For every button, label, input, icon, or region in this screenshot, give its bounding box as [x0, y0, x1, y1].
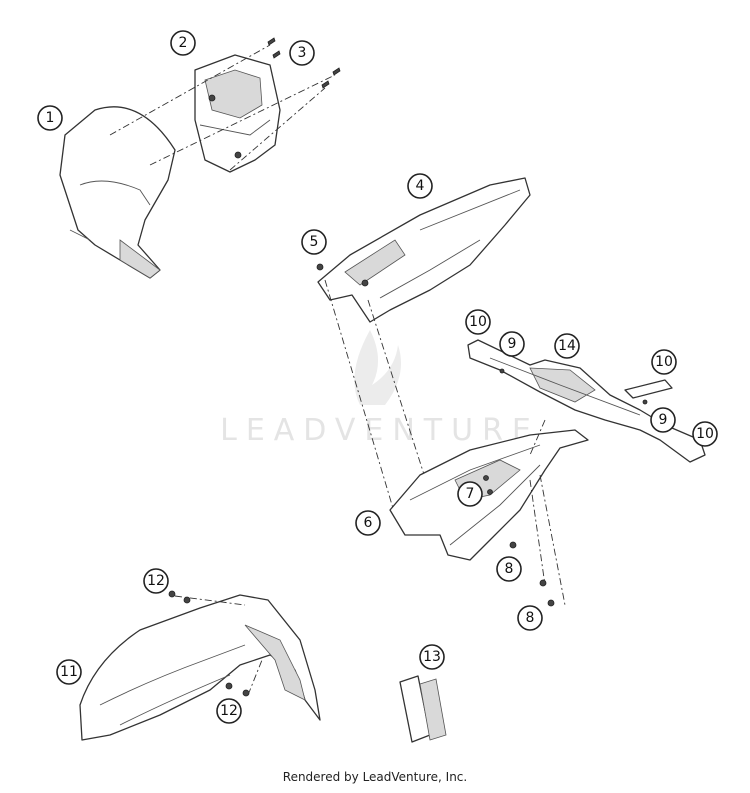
svg-text:12: 12	[147, 573, 165, 589]
svg-text:9: 9	[659, 412, 668, 428]
callout-12a[interactable]: 12	[143, 568, 169, 594]
svg-text:10: 10	[469, 314, 487, 330]
footer-credit: Rendered by LeadVenture, Inc.	[282, 770, 468, 784]
svg-text:10: 10	[655, 354, 673, 370]
callout-9a[interactable]: 9	[499, 331, 525, 357]
svg-text:1: 1	[46, 110, 55, 126]
svg-text:13: 13	[423, 649, 441, 665]
callout-3[interactable]: 3	[289, 40, 315, 66]
callout-8b[interactable]: 8	[517, 605, 543, 631]
part-screws-12	[168, 590, 263, 697]
svg-text:11: 11	[60, 664, 78, 680]
svg-text:5: 5	[310, 234, 319, 250]
callout-11[interactable]: 11	[56, 659, 82, 685]
svg-text:4: 4	[416, 178, 425, 194]
part-pad-13	[399, 675, 447, 743]
callout-14[interactable]: 14	[554, 333, 580, 359]
callout-5[interactable]: 5	[301, 229, 327, 255]
svg-text:8: 8	[505, 561, 514, 577]
svg-text:12: 12	[220, 703, 238, 719]
callout-7[interactable]: 7	[457, 481, 483, 507]
svg-text:7: 7	[466, 486, 475, 502]
watermark-logo	[354, 330, 402, 405]
svg-text:3: 3	[298, 45, 307, 61]
callout-1[interactable]: 1	[37, 105, 63, 131]
part-rear-fender	[317, 177, 531, 323]
svg-text:14: 14	[558, 338, 576, 354]
svg-text:9: 9	[508, 336, 517, 352]
callout-10a[interactable]: 10	[465, 309, 491, 335]
callout-2[interactable]: 2	[170, 30, 196, 56]
callout-9b[interactable]: 9	[650, 407, 676, 433]
part-front-fender	[79, 594, 321, 741]
watermark-text: LEADVENTURE	[220, 413, 540, 448]
callout-10c[interactable]: 10	[692, 421, 718, 447]
watermark: LEADVENTURE	[220, 330, 540, 448]
part-bracket	[389, 429, 589, 561]
part-nuts-8	[509, 474, 566, 607]
callout-4[interactable]: 4	[407, 173, 433, 199]
callout-12b[interactable]: 12	[216, 698, 242, 724]
svg-text:6: 6	[364, 515, 373, 531]
part-headlight-mask	[59, 106, 176, 279]
part-headlight-housing	[194, 54, 281, 173]
part-license-plate-holder	[467, 339, 706, 463]
part-screws-3	[109, 37, 341, 171]
svg-text:10: 10	[696, 426, 714, 442]
callout-10b[interactable]: 10	[651, 349, 677, 375]
callout-13[interactable]: 13	[419, 644, 445, 670]
svg-text:8: 8	[526, 610, 535, 626]
callout-6[interactable]: 6	[355, 510, 381, 536]
callout-8a[interactable]: 8	[496, 556, 522, 582]
svg-text:2: 2	[179, 35, 188, 51]
